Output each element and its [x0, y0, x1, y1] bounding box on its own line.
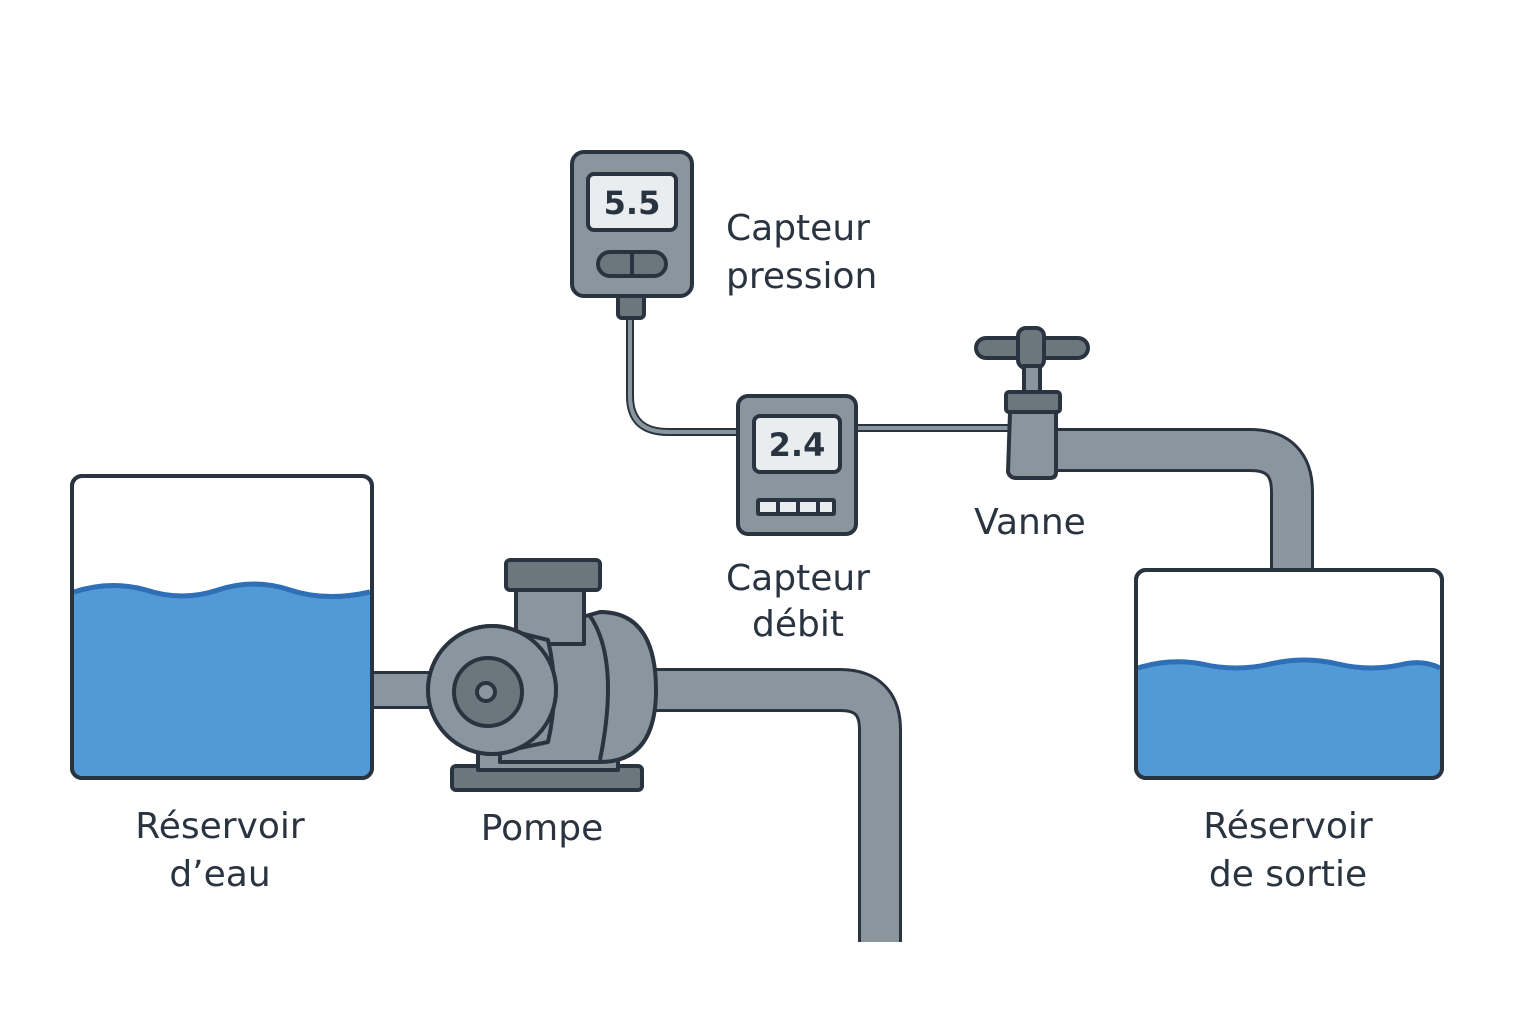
pump-top-cap	[504, 558, 602, 592]
pressure-sensor-reading: 5.5	[604, 184, 661, 222]
valve-bonnet	[1004, 390, 1062, 414]
source-tank-label-line2: d’eau	[169, 854, 270, 895]
output-tank-label-line2: de sortie	[1209, 854, 1367, 895]
valve	[974, 326, 1090, 480]
output-tank	[1134, 568, 1444, 780]
pump-label: Pompe	[481, 808, 604, 849]
pressure-sensor-label-line2: pression	[726, 256, 877, 297]
pressure-sensor-label-line1: Capteur	[726, 208, 870, 249]
flow-sensor-keypad	[756, 498, 836, 516]
source-tank	[70, 474, 374, 780]
pressure-sensor: 5.5	[570, 150, 694, 320]
valve-stem	[1022, 364, 1042, 396]
flow-sensor-label-line1: Capteur	[726, 558, 870, 599]
valve-label: Vanne	[974, 502, 1086, 543]
flow-sensor: 2.4	[626, 318, 1010, 536]
output-tank-label-line1: Réservoir	[1203, 806, 1373, 847]
source-tank-water-surface	[73, 581, 371, 599]
sensor-cable	[626, 318, 742, 436]
pump-shaft	[475, 681, 497, 703]
source-tank-water	[74, 584, 370, 776]
pipe-network	[372, 428, 1314, 942]
pressure-sensor-display	[586, 172, 678, 232]
output-tank-water-surface	[1137, 657, 1442, 671]
flow-sensor-label-line2: débit	[752, 604, 844, 645]
valve-body	[1006, 410, 1058, 480]
labels: Capteur pression Vanne Capteur débit Rés…	[135, 208, 1373, 895]
source-tank-label-line1: Réservoir	[135, 806, 305, 847]
output-tank-water	[1138, 660, 1440, 776]
flow-sensor-display	[752, 414, 842, 474]
flow-sensor-reading: 2.4	[769, 426, 826, 464]
discharge-pipe	[650, 668, 902, 942]
pump	[426, 558, 658, 792]
